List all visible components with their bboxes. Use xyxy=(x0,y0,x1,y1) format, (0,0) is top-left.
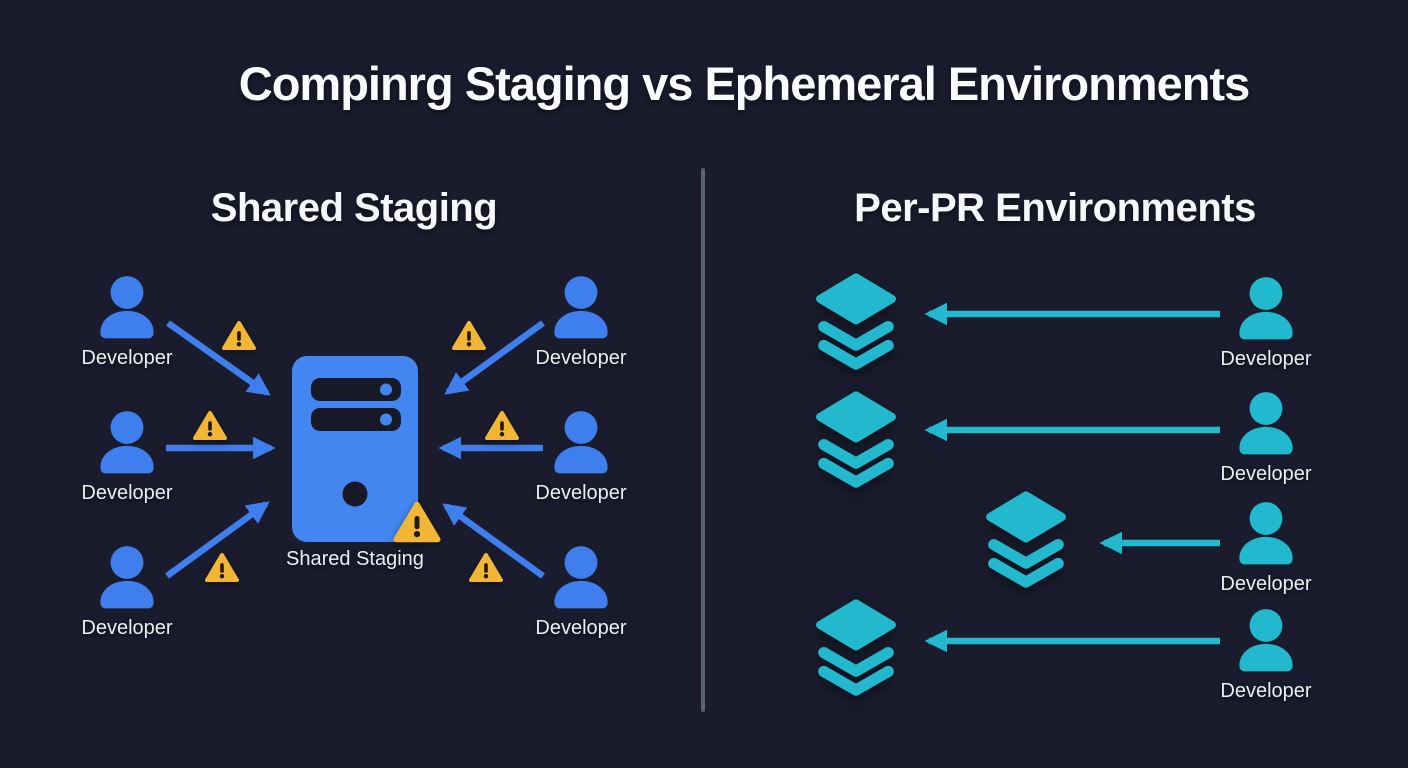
developer-figure: Developer xyxy=(1206,608,1326,703)
server-label: Shared Staging xyxy=(286,548,424,570)
developer-label: Developer xyxy=(1220,348,1312,370)
developer-figure: Developer xyxy=(521,275,641,370)
page-title: Compinrg Staging vs Ephemeral Environmen… xyxy=(238,57,1250,110)
warning-triangle-icon xyxy=(221,319,257,352)
developer-figure: Developer xyxy=(67,545,187,640)
arrow-dev6-to-staging xyxy=(442,503,545,579)
developer-label: Developer xyxy=(81,617,173,639)
arrow-dev1-to-staging xyxy=(166,320,271,396)
developer-label: Developer xyxy=(535,617,627,639)
developer-label: Developer xyxy=(81,482,173,504)
developer-figure: Developer xyxy=(521,410,641,505)
heading-shared-staging: Shared Staging xyxy=(210,186,498,230)
developer-label: Developer xyxy=(1220,463,1312,485)
warning-triangle-icon xyxy=(204,551,240,584)
warning-triangle-icon xyxy=(192,409,228,442)
heading-per-pr-environments: Per-PR Environments xyxy=(854,186,1256,230)
arrow-dev3-to-staging xyxy=(165,501,270,579)
developer-label: Developer xyxy=(535,347,627,369)
developer-figure: Developer xyxy=(1206,501,1326,596)
developer-figure: Developer xyxy=(67,410,187,505)
warning-triangle-icon xyxy=(484,409,520,442)
warning-triangle-icon xyxy=(451,319,487,352)
developer-label: Developer xyxy=(81,347,173,369)
developer-figure: Developer xyxy=(67,275,187,370)
panel-divider xyxy=(701,168,705,712)
warning-triangle-icon xyxy=(468,551,504,584)
developer-figure: Developer xyxy=(521,545,641,640)
developer-label: Developer xyxy=(535,482,627,504)
developer-label: Developer xyxy=(1220,573,1312,595)
arrow-dev4-to-staging xyxy=(444,320,545,395)
warning-triangle-icon xyxy=(392,499,442,545)
developer-label: Developer xyxy=(1220,680,1312,702)
developer-figure: Developer xyxy=(1206,391,1326,486)
developer-figure: Developer xyxy=(1206,276,1326,371)
